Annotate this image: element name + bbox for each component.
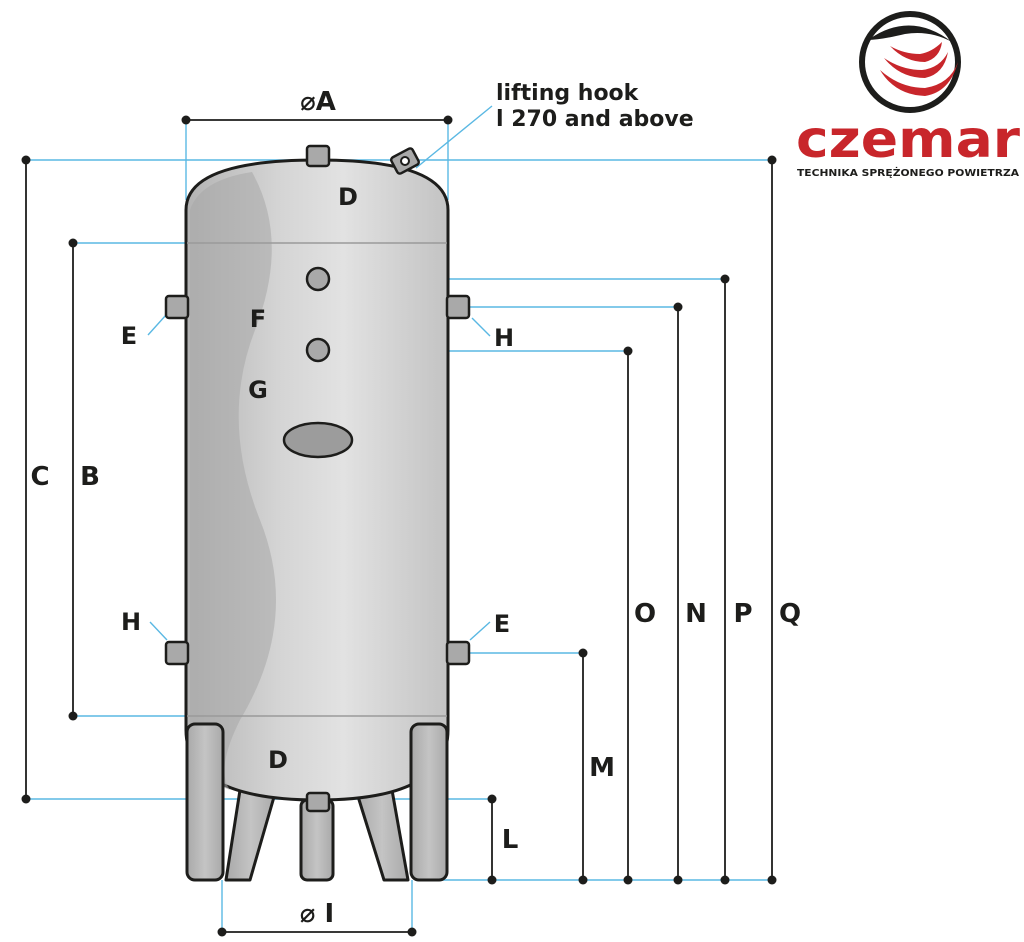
port-h-left: [164, 640, 190, 666]
label-l: L: [502, 825, 519, 855]
label-a: ⌀A: [300, 87, 336, 117]
tank-ports: [164, 144, 471, 813]
port-e-right: [445, 640, 471, 666]
lifting-hook-icon: [389, 147, 421, 175]
label-h-right: H: [494, 324, 514, 352]
label-p: P: [733, 599, 752, 629]
port-g: [305, 337, 331, 363]
label-o: O: [634, 599, 656, 629]
label-q: Q: [779, 599, 801, 629]
label-g: G: [248, 376, 268, 404]
port-d-top: [305, 144, 331, 168]
brand-tagline: TECHNIKA SPRĘŻONEGO POWIETRZA: [797, 165, 1019, 179]
dimension-lines: [21, 115, 777, 937]
brand-name: czemar: [796, 110, 1020, 170]
hook-note-line1: lifting hook: [496, 81, 640, 106]
logo-swirl-icon: [859, 11, 961, 113]
label-h-left: H: [121, 608, 141, 636]
label-d-bottom: D: [268, 746, 288, 774]
label-f: F: [250, 305, 266, 333]
label-e-right: E: [494, 610, 510, 638]
port-f: [305, 266, 331, 292]
dimension-labels: ⌀A ⌀ I C B L M O N P Q D D F G E H H E: [30, 87, 801, 929]
tank-body: [184, 158, 450, 802]
port-e-left: [164, 294, 190, 320]
hook-note-line2: l 270 and above: [496, 107, 694, 132]
lifting-hook-note: lifting hook l 270 and above: [496, 81, 694, 132]
label-i: ⌀ I: [300, 899, 334, 929]
label-d-top: D: [338, 183, 358, 211]
label-m: M: [589, 753, 615, 783]
label-e-left: E: [121, 322, 137, 350]
label-n: N: [685, 599, 707, 629]
label-c: C: [30, 462, 49, 492]
port-h-right: [445, 294, 471, 320]
port-d-bottom: [305, 791, 331, 813]
label-b: B: [80, 462, 100, 492]
tank-front-legs: [185, 722, 449, 882]
czemar-logo: czemar TECHNIKA SPRĘŻONEGO POWIETRZA: [796, 11, 1020, 179]
